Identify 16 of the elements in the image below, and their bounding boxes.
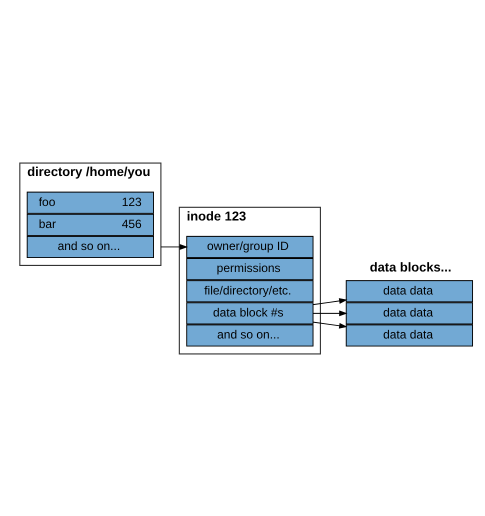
arrow (312, 298, 348, 305)
node-box: owner/group ID (186, 235, 314, 258)
node-box: data data (346, 280, 474, 302)
node-box: data block #s (186, 302, 314, 324)
node-box: file/directory/etc. (186, 280, 314, 302)
label: data blocks... (370, 259, 452, 274)
node-box: and so on... (186, 324, 314, 346)
node-box: permissions (186, 258, 314, 280)
arrow (312, 321, 348, 328)
node-box: foo 123 (26, 191, 154, 214)
node-box: bar 456 (26, 213, 154, 236)
node-box: and so on... (26, 235, 154, 258)
node-box: data data (346, 302, 474, 324)
node-box: data data (346, 324, 474, 346)
arrow (312, 310, 348, 316)
arrow (160, 244, 188, 250)
